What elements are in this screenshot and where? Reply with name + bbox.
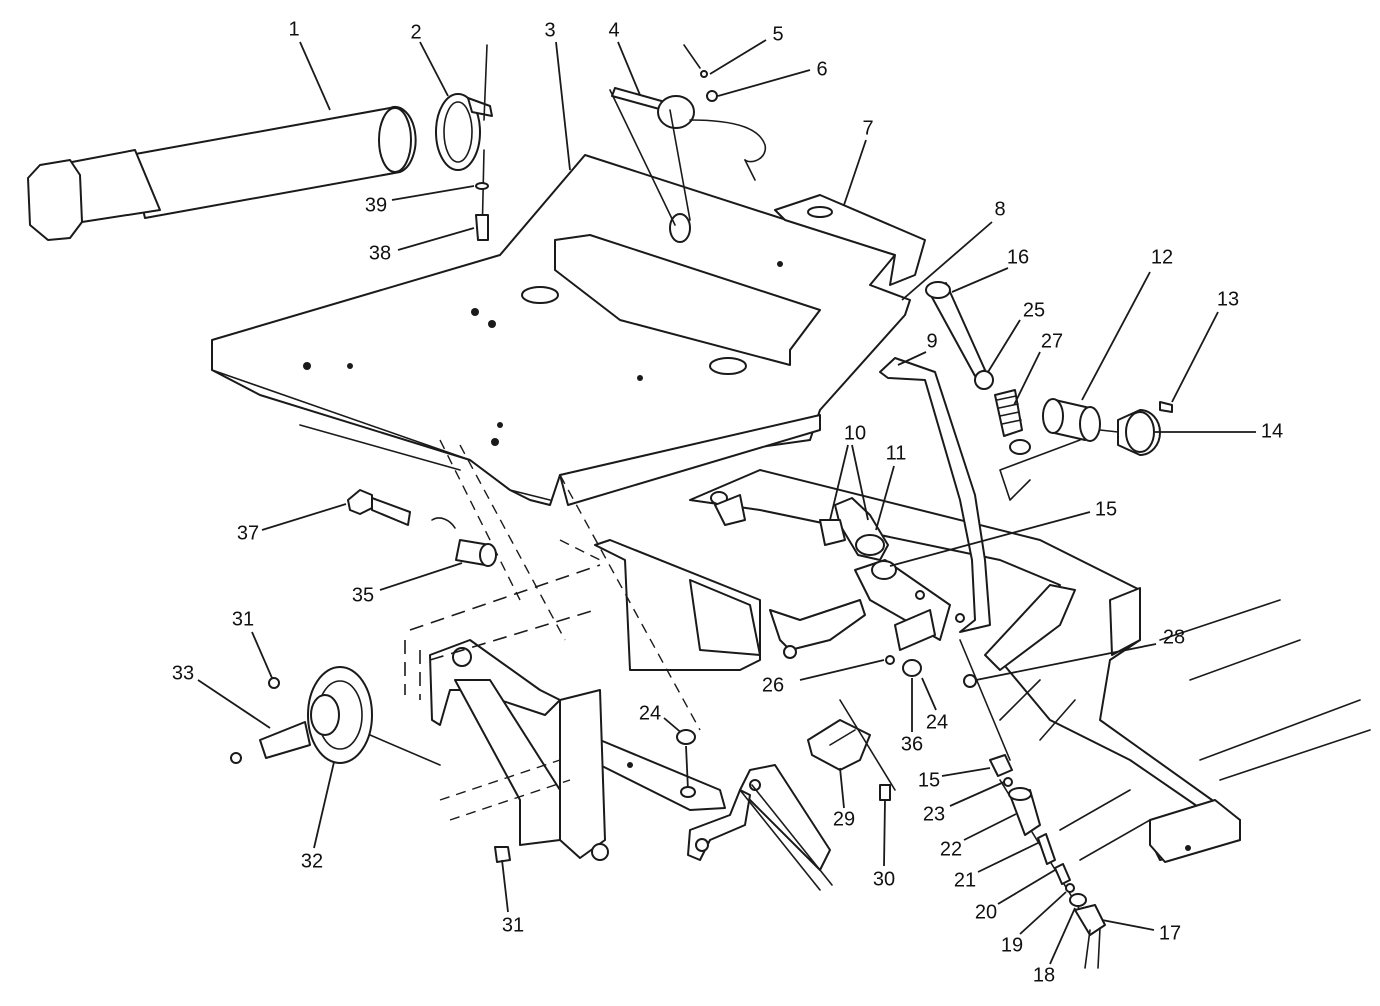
- callout-19: 19: [1001, 934, 1023, 956]
- hidden-lines: [404, 539, 601, 821]
- callout-9: 9: [926, 330, 937, 352]
- misc-fasteners: [807, 674, 977, 801]
- callout-32: 32: [301, 850, 323, 872]
- callout-33: 33: [172, 662, 194, 684]
- callout-31-lower: 31: [502, 914, 524, 936]
- callout-6: 6: [816, 58, 827, 80]
- callout-21: 21: [954, 869, 976, 891]
- callout-24-left: 24: [639, 702, 661, 724]
- callout-38: 38: [369, 242, 391, 264]
- callout-18: 18: [1033, 964, 1055, 986]
- callout-3: 3: [544, 19, 555, 41]
- callout-13: 13: [1217, 288, 1239, 310]
- callout-1: 1: [288, 18, 299, 40]
- chassis-frame: [689, 469, 1371, 863]
- spring-bolt-part-16: [925, 281, 1081, 501]
- horn-part-32: [230, 666, 511, 863]
- callout-35: 35: [352, 584, 374, 606]
- callout-31-upper: 31: [232, 608, 254, 630]
- callout-10: 10: [844, 422, 866, 444]
- callout-29: 29: [833, 808, 855, 830]
- callout-8: 8: [994, 198, 1005, 220]
- callout-5: 5: [772, 23, 783, 45]
- callout-27: 27: [1041, 330, 1063, 352]
- bolt-spacer-parts: [347, 489, 497, 567]
- switch-stack-parts: [959, 639, 1106, 969]
- pin-part-4: [609, 44, 767, 226]
- callout-30: 30: [873, 868, 895, 890]
- callout-24-right: 24: [926, 711, 948, 733]
- callout-7: 7: [862, 117, 873, 139]
- callouts: 1 2 3 4 5 6 7 8 9 10 11 12 13 14 15 15: [172, 18, 1283, 986]
- callout-37: 37: [237, 522, 259, 544]
- callout-16: 16: [1007, 246, 1029, 268]
- cylinder-part-12: [1042, 398, 1173, 456]
- callout-22: 22: [940, 838, 962, 860]
- callout-12: 12: [1151, 246, 1173, 268]
- clamp-part-2: [435, 44, 493, 241]
- linkage-rods: [710, 357, 991, 677]
- callout-4: 4: [608, 19, 619, 41]
- callout-23: 23: [923, 803, 945, 825]
- callout-11: 11: [886, 442, 907, 464]
- rod-tube-part-1: [27, 106, 417, 241]
- callout-36: 36: [901, 733, 923, 755]
- callout-20: 20: [975, 901, 997, 923]
- callout-26: 26: [762, 674, 784, 696]
- callout-14: 14: [1261, 420, 1283, 442]
- callout-17: 17: [1159, 922, 1181, 944]
- seat-deck-pan: [211, 154, 926, 731]
- callout-25: 25: [1023, 299, 1045, 321]
- callout-2: 2: [410, 21, 421, 43]
- callout-15-upper: 15: [1095, 498, 1117, 520]
- callout-15-lower: 15: [918, 769, 940, 791]
- callout-39: 39: [365, 194, 387, 216]
- callout-28: 28: [1163, 626, 1185, 648]
